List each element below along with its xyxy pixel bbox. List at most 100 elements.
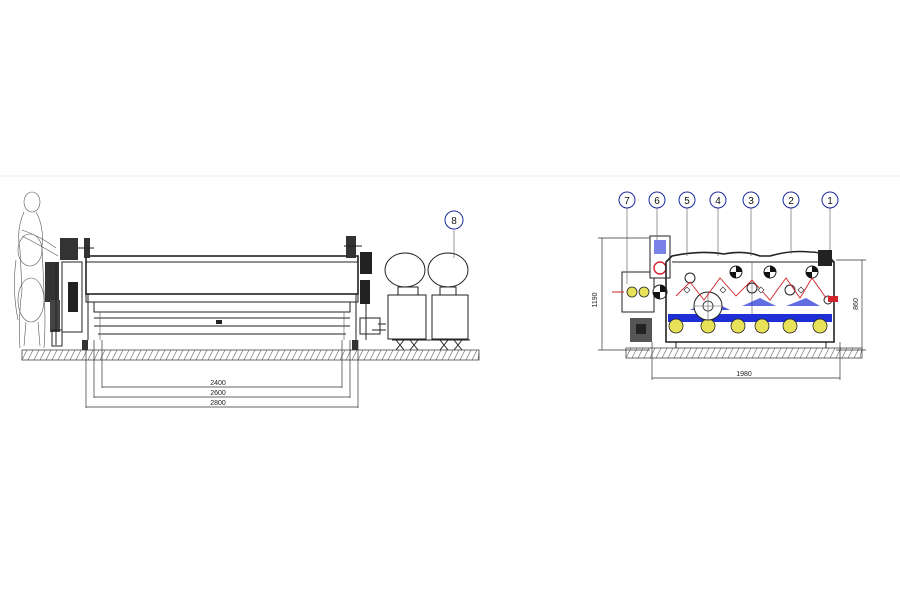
ground-hatch-line [33, 349, 40, 361]
ground-hatch-line [45, 349, 52, 361]
ground-hatch-line [387, 349, 394, 361]
ground-hatch-line [219, 349, 226, 361]
dim-1190: 1190 [592, 292, 599, 307]
ground-hatch-line [685, 347, 692, 359]
ground-hatch-line [649, 347, 656, 359]
ground-hatch-line [399, 349, 406, 361]
dim-1980: 1980 [736, 371, 752, 378]
side-tanks [372, 252, 470, 351]
ground-hatch-line [21, 349, 28, 361]
ground-hatch-line [153, 349, 160, 361]
ground-hatch-line [775, 347, 782, 359]
callout-8: 8 [444, 210, 464, 258]
svg-text:5: 5 [684, 196, 690, 207]
ground-hatch-line [327, 349, 334, 361]
ground-hatch-line [733, 347, 740, 359]
ground-hatch-line [249, 349, 256, 361]
ground-hatch-line [381, 349, 388, 361]
ground-hatch-line [243, 349, 250, 361]
svg-text:4: 4 [715, 196, 721, 207]
ground-hatch-line [697, 347, 704, 359]
ground-hatch-line [459, 349, 466, 361]
ground-hatch-line [309, 349, 316, 361]
callout-4: 4 [709, 191, 727, 256]
ground-hatch-line [375, 349, 382, 361]
ground-hatch-line [721, 347, 728, 359]
ground-hatch-line [51, 349, 58, 361]
ground-hatch-line [661, 347, 668, 359]
ground-hatch-line [799, 347, 806, 359]
side-dimensions: 2400 2600 2800 [85, 340, 359, 408]
ground-hatch-line [165, 349, 172, 361]
ground-hatch-line [261, 349, 268, 361]
ground-hatch-line [811, 347, 818, 359]
dim-2600: 2600 [210, 390, 226, 397]
ground-hatch-line [99, 349, 106, 361]
callout-6: 6 [648, 191, 666, 240]
callout-5: 5 [678, 191, 696, 256]
ground-hatch-line [471, 349, 478, 361]
ground-hatch-line [351, 349, 358, 361]
ground-hatch-line [655, 347, 662, 359]
dim-860: 860 [853, 298, 860, 310]
ground-hatch-line [69, 349, 76, 361]
ground-hatch-line [751, 347, 758, 359]
callout-7: 7 [618, 191, 636, 284]
ground-hatch-line [291, 349, 298, 361]
ground-hatch-line [709, 347, 716, 359]
ground-hatch-line [823, 347, 830, 359]
ground-hatch-line [117, 349, 124, 361]
svg-text:1: 1 [827, 196, 833, 207]
ground-hatch-line [769, 347, 776, 359]
ground-hatch-line [435, 349, 442, 361]
ground-hatch-line [703, 347, 710, 359]
ground-hatch-line [411, 349, 418, 361]
ground-hatch-line [297, 349, 304, 361]
ground-hatch-line [111, 349, 118, 361]
ground-hatch-line [465, 349, 472, 361]
ground-hatch-line [739, 347, 746, 359]
ground-hatch-line [679, 347, 686, 359]
ground-hatch-line [757, 347, 764, 359]
svg-text:3: 3 [748, 196, 754, 207]
operator-figure [14, 191, 59, 349]
ground-hatch-line [321, 349, 328, 361]
ground-hatch-line [805, 347, 812, 359]
ground-hatch-line [75, 349, 82, 361]
ground-hatch-line [237, 349, 244, 361]
ground-hatch-line [141, 349, 148, 361]
ground-hatch-line [453, 349, 460, 361]
side-machine-body [78, 236, 362, 350]
ground-hatch-line [787, 347, 794, 359]
ground-hatch-line [763, 347, 770, 359]
ground-hatch-line [673, 347, 680, 359]
ground-hatch-line [781, 347, 788, 359]
ground-hatch-line [405, 349, 412, 361]
ground-hatch-line [363, 349, 370, 361]
ground-hatch-line [441, 349, 448, 361]
ground-hatch-line [93, 349, 100, 361]
side-ground [21, 349, 480, 361]
front-ground [625, 347, 863, 359]
ground-hatch-line [273, 349, 280, 361]
ground-hatch-line [39, 349, 46, 361]
ground-hatch-line [255, 349, 262, 361]
ground-hatch-line [429, 349, 436, 361]
ground-hatch-line [423, 349, 430, 361]
ground-hatch-line [267, 349, 274, 361]
ground-hatch-line [333, 349, 340, 361]
svg-text:7: 7 [624, 196, 630, 207]
ground-hatch-line [225, 349, 232, 361]
ground-hatch-line [189, 349, 196, 361]
ground-hatch-line [207, 349, 214, 361]
dim-2800: 2800 [210, 400, 226, 407]
ground-hatch-line [303, 349, 310, 361]
ground-hatch-line [195, 349, 202, 361]
ground-hatch-line [369, 349, 376, 361]
ground-hatch-line [87, 349, 94, 361]
bottom-rollers [668, 318, 828, 334]
ground-hatch-line [285, 349, 292, 361]
ground-hatch-line [57, 349, 64, 361]
front-callouts: 7 6 5 4 3 [618, 191, 839, 284]
